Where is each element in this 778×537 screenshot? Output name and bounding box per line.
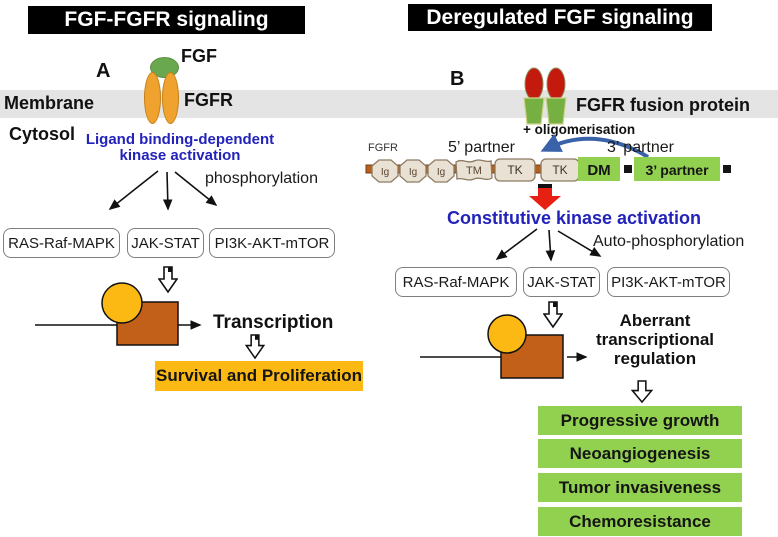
panel-b-label: B [450, 68, 465, 90]
pathway-box-ras-raf-mapk: RAS-Raf-MAPK [395, 267, 517, 297]
pathway-label: PI3K-AKT-mTOR [611, 273, 726, 291]
right-panel-title: Deregulated FGF signaling [408, 4, 712, 31]
gene-junction-square [624, 165, 632, 173]
partner3-label: 3’ partner [607, 139, 674, 156]
fgfr-receptor-icon [162, 72, 179, 124]
aberrant-line2: transcriptional [595, 330, 715, 349]
domain-ig1-label: Ig [381, 167, 389, 178]
constitutive-activation-text: Constitutive kinase activation [446, 208, 702, 228]
membrane-band [0, 90, 778, 118]
domain-3partner-label: 3’ partner [645, 162, 709, 178]
partner5-label: 5’ partner [448, 139, 515, 156]
transcription-complex-icon [420, 314, 588, 379]
transcription-complex-icon [35, 282, 202, 346]
domain-dm-box [578, 157, 620, 181]
gene-end-square [723, 165, 731, 173]
pathway-label: RAS-Raf-MAPK [8, 234, 115, 252]
pathway-box-pi3k-akt-mtor: PI3K-AKT-mTOR [607, 267, 730, 297]
transcription-label: Transcription [213, 312, 334, 333]
oligomerisation-label: + oligomerisation [523, 122, 636, 137]
fusion-protein-icon [523, 67, 567, 125]
hollow-down-arrow-icon [158, 266, 178, 294]
outcome-box-tumor-invasiveness: Tumor invasiveness [538, 473, 742, 502]
pathway-box-jak-stat: JAK-STAT [523, 267, 600, 297]
pathway-label: PI3K-AKT-mTOR [214, 234, 330, 252]
pathway-label: JAK-STAT [131, 234, 200, 252]
cytosol-label: Cytosol [9, 124, 76, 144]
domain-tk1-label: TK [507, 163, 522, 177]
outcome-box-chemoresistance: Chemoresistance [538, 507, 742, 536]
domain-tk2-label: TK [552, 163, 567, 177]
domain-ig2-label: Ig [409, 167, 417, 178]
auto-phosphorylation-label: Auto-phosphorylation [593, 233, 745, 250]
right-title-text: Deregulated FGF signaling [426, 5, 694, 29]
right-branch-arrows-icon [495, 228, 602, 262]
hollow-down-arrow-icon [245, 334, 265, 360]
fusion-protein-label: FGFR fusion protein [576, 95, 750, 115]
left-panel-title: FGF-FGFR signaling [28, 6, 305, 34]
fgfr-label: FGFR [184, 90, 233, 110]
constitutive-activation-label: Constitutive kinase activation [428, 208, 720, 229]
outcome-label: Chemoresistance [569, 511, 711, 531]
left-branch-arrows-icon [108, 170, 218, 211]
aberrant-line3: regulation [613, 349, 697, 368]
gene-fgfr-label: FGFR [368, 142, 398, 154]
domain-ig3-label: Ig [437, 167, 445, 178]
aberrant-regulation-label: Aberrant transcriptional regulation [575, 311, 735, 368]
ligand-activation-line1: Ligand binding-dependent [85, 131, 275, 148]
domain-dm-label: DM [587, 162, 610, 179]
fusion-gene-diagram: Ig Ig Ig TM TK TK DM 3’ partner [365, 157, 731, 183]
fgf-label: FGF [181, 46, 217, 66]
outcome-label: Neoangiogenesis [569, 443, 711, 463]
phosphorylation-label: phosphorylation [205, 170, 318, 187]
pathway-box-ras-raf-mapk: RAS-Raf-MAPK [3, 228, 120, 258]
hollow-down-arrow-icon [631, 380, 653, 404]
oligomerisation-arc-icon [540, 133, 650, 159]
pathway-box-jak-stat: JAK-STAT [127, 228, 204, 258]
pathway-label: JAK-STAT [527, 273, 596, 291]
outcome-label: Progressive growth [560, 410, 720, 430]
survival-proliferation-box: Survival and Proliferation [155, 361, 363, 391]
ligand-activation-line2: kinase activation [119, 147, 241, 164]
fgfr-receptor-icon [144, 72, 161, 124]
outcome-box-neoangiogenesis: Neoangiogenesis [538, 439, 742, 468]
domain-3partner-box [634, 157, 720, 181]
pathway-label: RAS-Raf-MAPK [402, 273, 510, 291]
panel-a-label: A [96, 60, 111, 82]
ligand-activation-text: Ligand binding-dependent kinase activati… [70, 132, 290, 164]
outcome-box-progressive-growth: Progressive growth [538, 406, 742, 435]
hollow-down-arrow-icon [543, 301, 563, 329]
outcome-label: Tumor invasiveness [558, 477, 722, 497]
left-title-text: FGF-FGFR signaling [64, 8, 269, 31]
membrane-label: Membrane [4, 93, 95, 113]
red-down-arrow-icon [529, 184, 561, 210]
domain-tm-label: TM [466, 165, 482, 177]
pathway-box-pi3k-akt-mtor: PI3K-AKT-mTOR [209, 228, 335, 258]
survival-proliferation-label: Survival and Proliferation [156, 366, 362, 385]
aberrant-line1: Aberrant [619, 311, 691, 330]
